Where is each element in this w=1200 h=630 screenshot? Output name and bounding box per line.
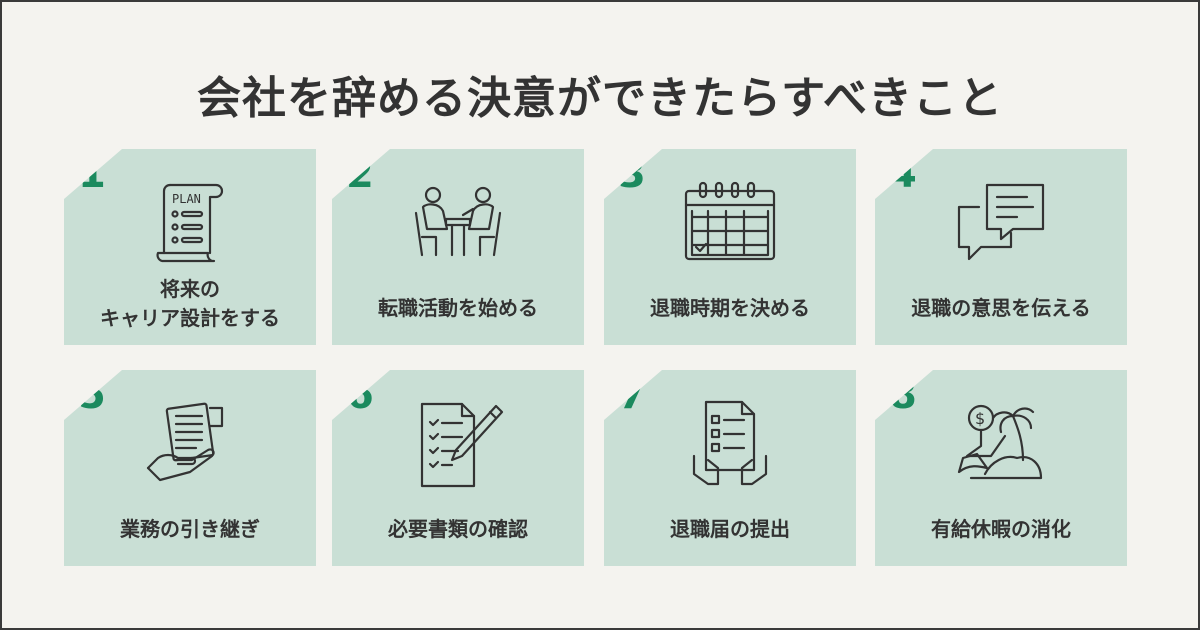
speech-bubbles-icon <box>951 177 1051 267</box>
step-label: 転職活動を始める <box>378 296 538 320</box>
holding-document-icon <box>680 398 780 488</box>
plan-scroll-icon: PLAN <box>140 177 240 267</box>
calendar-icon <box>680 177 780 267</box>
vacation-icon: $ <box>951 398 1051 488</box>
step-label: 業務の引き継ぎ <box>120 517 260 541</box>
plan-text: PLAN <box>172 192 201 206</box>
step-label: 退職届の提出 <box>670 517 790 541</box>
handover-document-icon <box>140 398 240 488</box>
step-label: 退職時期を決める <box>650 296 810 320</box>
step-label: 将来の キャリア設計をする <box>100 277 280 330</box>
step-label: 必要書類の確認 <box>388 517 528 541</box>
step-card-8: 8$有給休暇の消化 <box>875 370 1127 566</box>
interview-icon <box>408 177 508 267</box>
svg-text:$: $ <box>975 409 985 428</box>
step-label: 有給休暇の消化 <box>931 517 1071 541</box>
checklist-pen-icon <box>408 398 508 488</box>
step-label: 退職の意思を伝える <box>911 296 1091 320</box>
page-title: 会社を辞める決意ができたらすべきこと <box>196 73 1004 124</box>
